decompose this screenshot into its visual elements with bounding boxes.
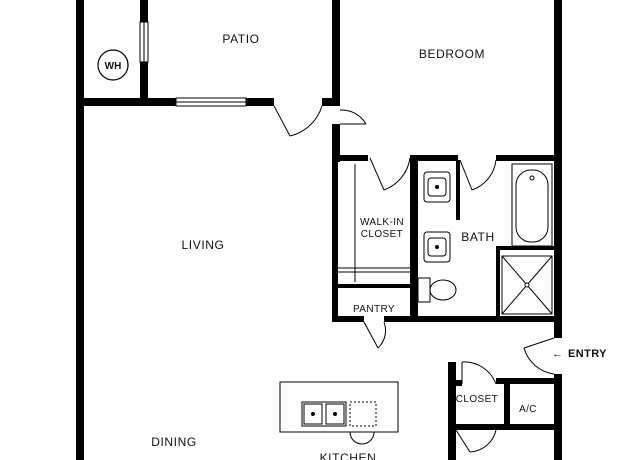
room-label-living: LIVING <box>182 238 225 252</box>
room-label-kitchen: KITCHEN <box>320 451 377 460</box>
room-label-bedroom: BEDROOM <box>419 47 485 61</box>
room-label-walk-in-closet: CLOSET <box>361 229 403 240</box>
room-label-pantry: PANTRY <box>353 304 395 315</box>
wh-closet-window <box>139 21 149 63</box>
entry-marker: ← ENTRY <box>552 348 607 360</box>
patio-window <box>175 97 247 107</box>
closet-shelving <box>338 164 410 282</box>
water-heater-icon: WH <box>97 49 129 81</box>
room-label-dining: DINING <box>151 435 197 449</box>
room-label-closet: CLOSET <box>456 394 498 405</box>
bathtub-icon <box>511 163 553 247</box>
room-label-ac: A/C <box>519 404 537 415</box>
room-label-walk-in: WALK-IN <box>360 217 404 228</box>
entry-arrow-icon: ← <box>552 348 563 360</box>
water-heater-label: WH <box>105 61 122 72</box>
room-label-patio: PATIO <box>222 32 259 46</box>
bath-sink-top <box>423 171 451 203</box>
entry-label: ENTRY <box>568 348 607 360</box>
door-swings <box>273 105 555 453</box>
shower-icon <box>501 255 553 315</box>
bath-sink-bottom <box>423 231 451 263</box>
walls <box>76 0 562 460</box>
toilet-icon <box>417 277 457 303</box>
room-label-bath: BATH <box>461 230 495 244</box>
kitchen-island <box>279 381 399 445</box>
